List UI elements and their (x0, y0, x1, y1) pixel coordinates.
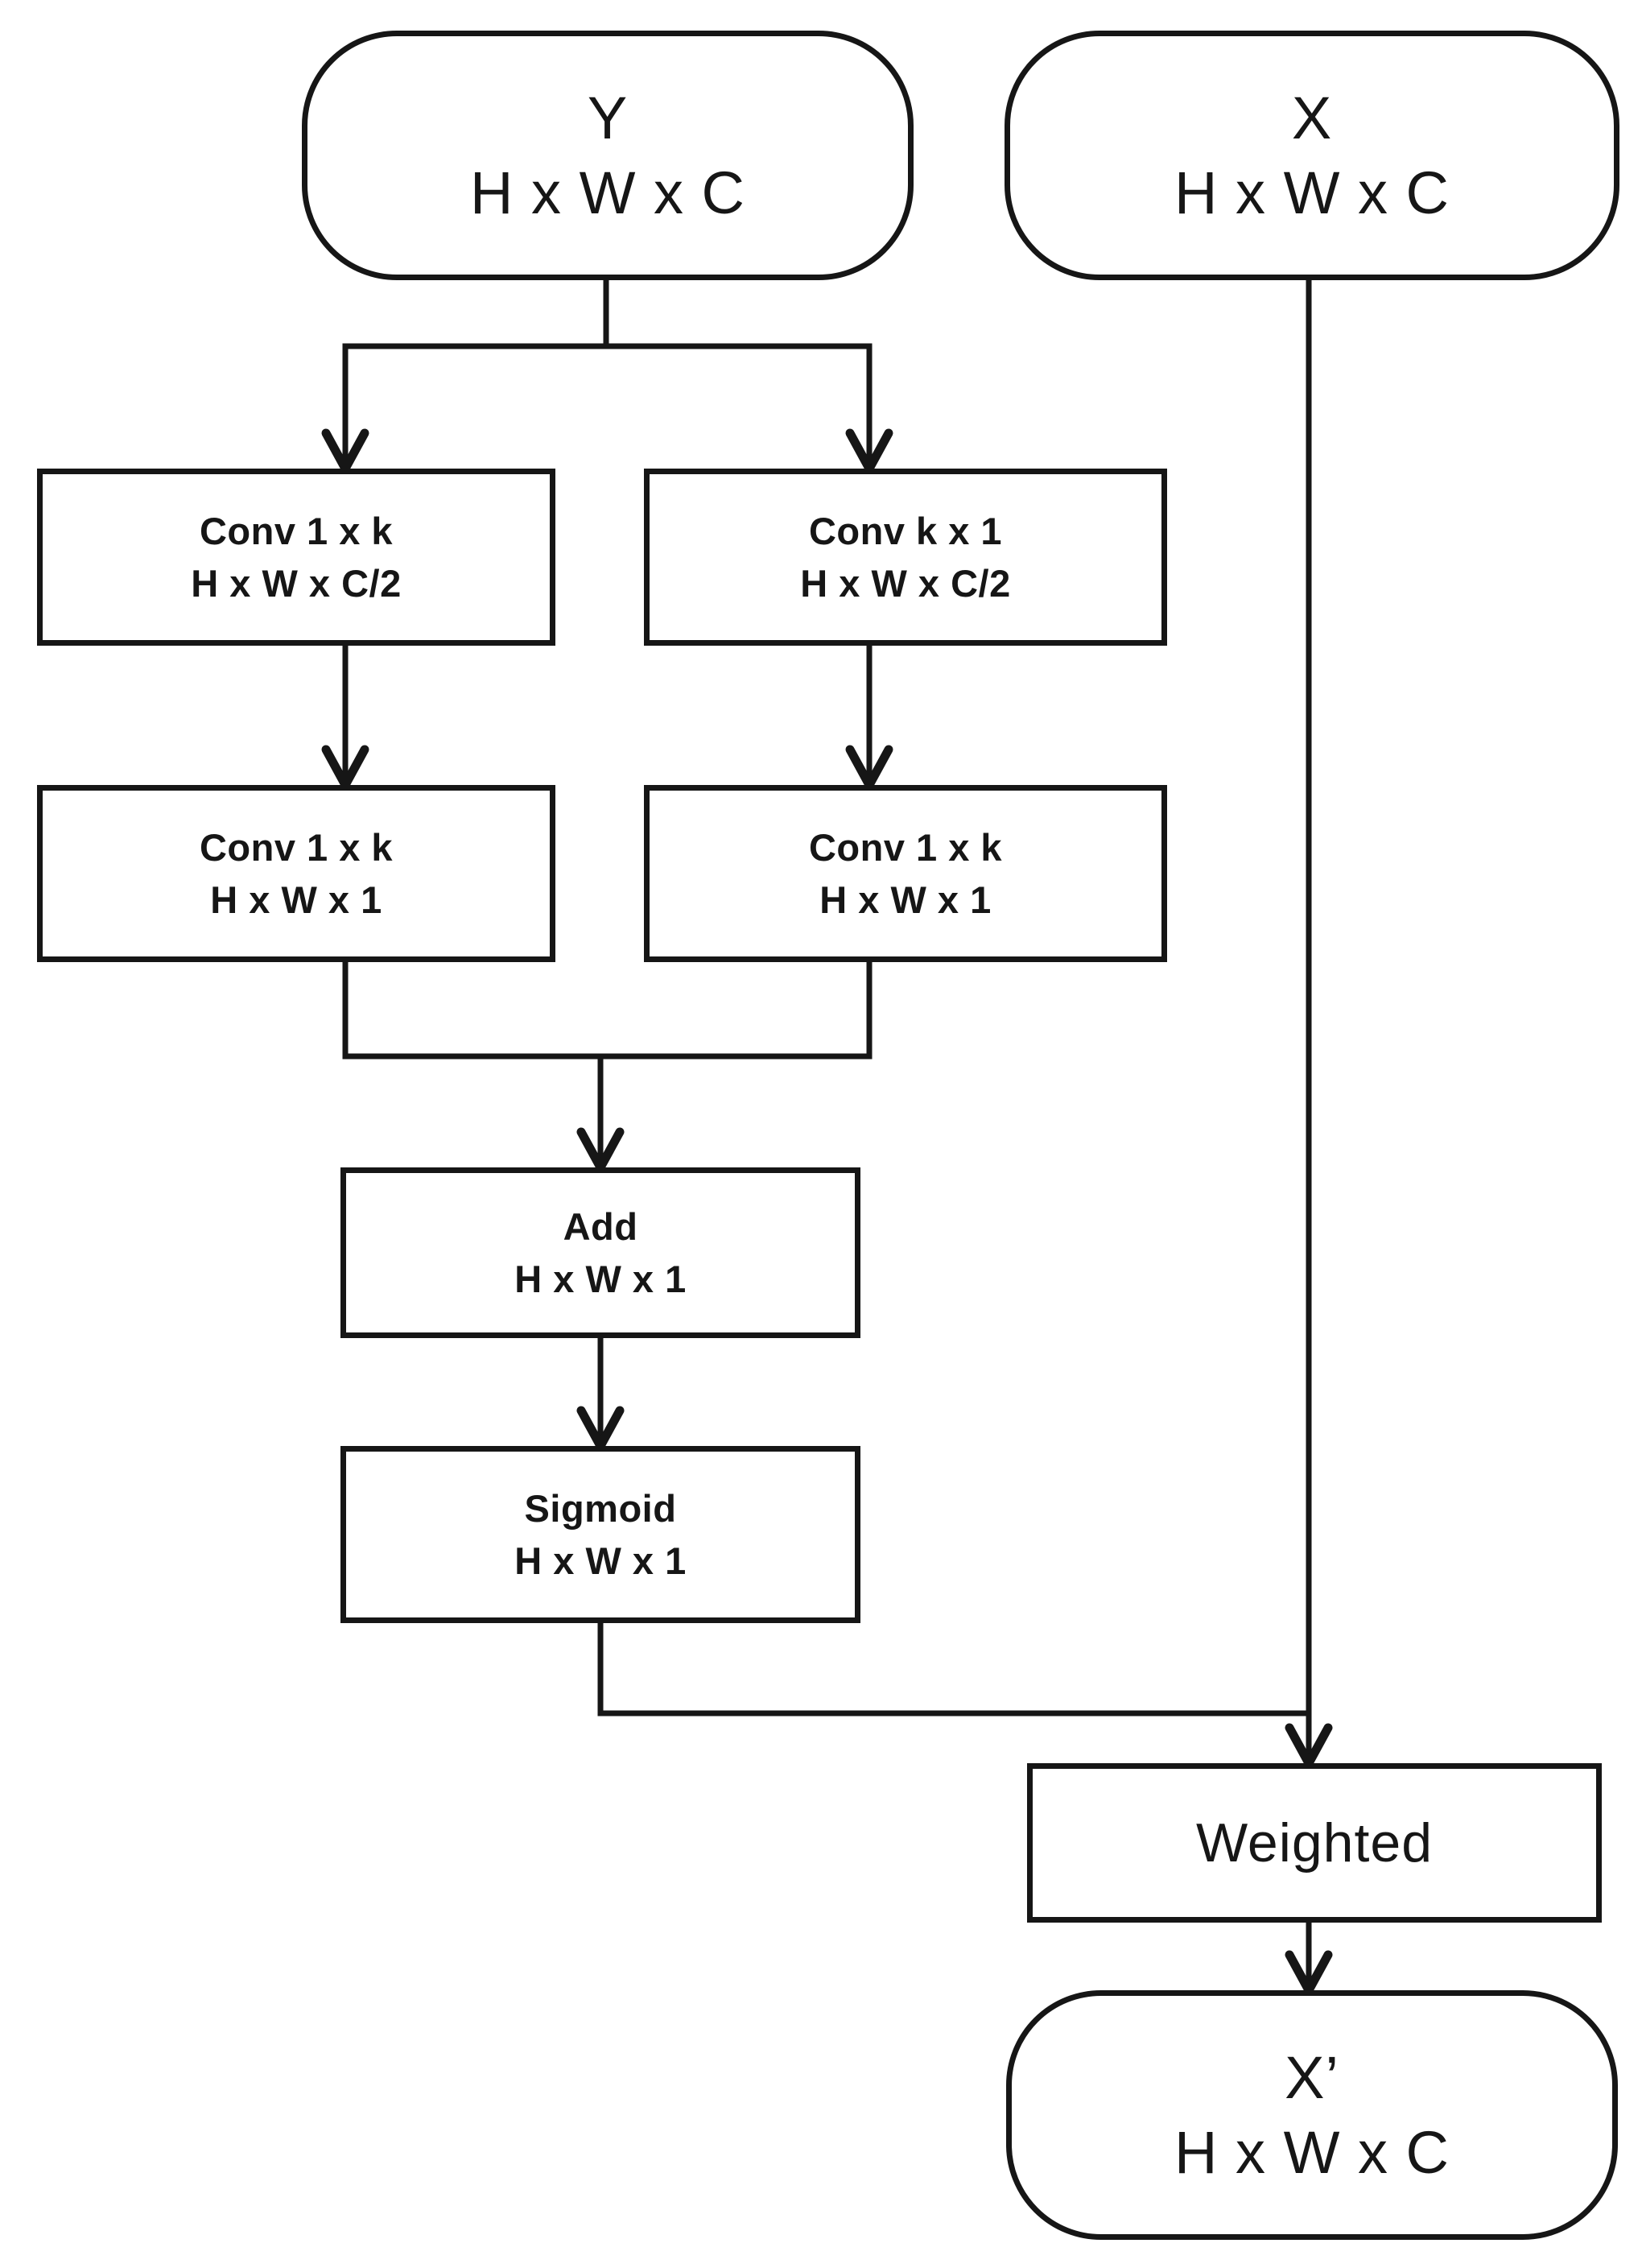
node-conv-1xk-c2-label: Conv 1 x k (199, 510, 394, 552)
node-x-input-label: X (1291, 85, 1333, 151)
node-conv-kx1-c2-shape: H x W x C/2 (800, 562, 1011, 605)
node-x-output-label: X’ (1285, 2044, 1339, 2111)
node-conv-1xk-1-right: Conv 1 x k H x W x 1 (644, 785, 1167, 962)
node-conv-1xk-1-left-shape: H x W x 1 (210, 878, 382, 921)
node-weighted-label: Weighted (1195, 1812, 1434, 1873)
node-y-input-label: Y (587, 85, 629, 151)
node-y-input-shape: H x W x C (470, 159, 745, 226)
node-sigmoid-shape: H x W x 1 (514, 1539, 687, 1582)
node-add-label: Add (563, 1205, 638, 1248)
edge-y-branch (342, 343, 873, 465)
node-x-input-shape: H x W x C (1174, 159, 1450, 226)
edge-merge (342, 960, 873, 1060)
node-conv-kx1-c2: Conv k x 1 H x W x C/2 (644, 469, 1167, 646)
node-x-output-shape: H x W x C (1174, 2119, 1450, 2186)
node-conv-1xk-1-right-label: Conv 1 x k (808, 826, 1003, 869)
node-conv-1xk-c2-shape: H x W x C/2 (191, 562, 402, 605)
node-x-input: X H x W x C (1005, 31, 1619, 280)
node-y-input: Y H x W x C (302, 31, 914, 280)
node-weighted: Weighted (1027, 1763, 1602, 1923)
node-conv-1xk-1-left: Conv 1 x k H x W x 1 (37, 785, 555, 962)
node-conv-kx1-c2-label: Conv k x 1 (808, 510, 1003, 552)
node-conv-1xk-1-right-shape: H x W x 1 (819, 878, 992, 921)
node-add: Add H x W x 1 (340, 1167, 860, 1338)
node-conv-1xk-c2: Conv 1 x k H x W x C/2 (37, 469, 555, 646)
node-x-output: X’ H x W x C (1006, 1990, 1618, 2240)
edge-sigmoid-to-weighted (597, 1621, 1306, 1716)
node-conv-1xk-1-left-label: Conv 1 x k (199, 826, 394, 869)
node-sigmoid: Sigmoid H x W x 1 (340, 1446, 860, 1623)
node-sigmoid-label: Sigmoid (524, 1487, 677, 1530)
node-add-shape: H x W x 1 (514, 1258, 687, 1300)
